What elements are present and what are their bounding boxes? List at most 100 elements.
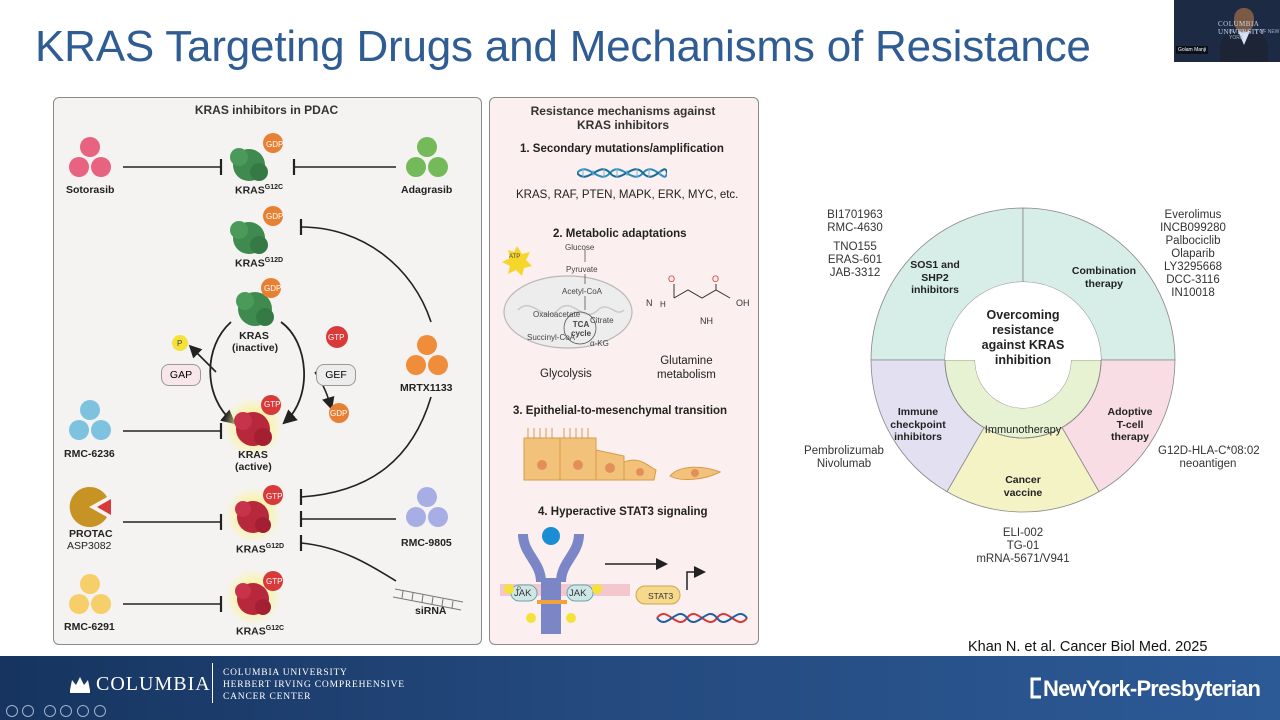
stat3-label: STAT3 xyxy=(648,591,674,601)
stat3-signaling-diagram xyxy=(500,527,748,634)
footer-bar xyxy=(0,656,1280,720)
gtp-badge-1: GTP xyxy=(264,400,281,409)
pyruvate-label: Pyruvate xyxy=(566,265,598,274)
svg-text:OH: OH xyxy=(736,298,750,308)
gdp-badge-2: GDP xyxy=(266,212,284,221)
webcam-logo-subtext: IN THE CITY OF NEW YORK xyxy=(1229,29,1280,41)
sotorasib-molecule-icon xyxy=(69,137,111,177)
section4-heading: 4. Hyperactive STAT3 signaling xyxy=(538,506,708,518)
resistance-mechanisms-title: Resistance mechanisms against KRAS inhib… xyxy=(530,104,716,132)
succinyl-coa-label: Succinyl-CoA xyxy=(527,333,576,342)
asp3082-label: ASP3082 xyxy=(67,540,112,552)
presenter-webcam[interactable]: COLUMBIA UNIVERSITY IN THE CITY OF NEW Y… xyxy=(1174,0,1280,62)
kras-g12c-label: KRASG12C xyxy=(235,184,284,197)
mrtx1133-molecule-icon xyxy=(406,335,448,375)
atp-label: ATP xyxy=(509,254,521,260)
next-slide-icon[interactable] xyxy=(22,705,34,717)
pen-tool-icon[interactable] xyxy=(44,705,56,717)
kras-inactive-label: KRAS(inactive) xyxy=(232,330,279,354)
adagrasib-label: Adagrasib xyxy=(401,184,453,196)
crown-icon xyxy=(70,677,90,693)
rmc6236-label: RMC-6236 xyxy=(64,448,115,460)
prev-slide-icon[interactable] xyxy=(6,705,18,717)
gtp-badge-4: GTP xyxy=(266,577,283,586)
zoom-icon[interactable] xyxy=(77,705,89,717)
citation: Khan N. et al. Cancer Biol Med. 2025 xyxy=(968,639,1208,655)
kras-g12c-inactive-icon xyxy=(230,133,283,181)
kras-inactive-icon xyxy=(236,278,281,326)
jak-right-label: JAK xyxy=(569,588,587,599)
rmc6236-molecule-icon xyxy=(69,400,111,440)
nyp-bracket-icon xyxy=(1030,677,1041,699)
svg-text:O: O xyxy=(668,274,675,284)
section3-heading: 3. Epithelial-to-mesenchymal transition xyxy=(513,405,728,417)
kras-active-label: KRAS(active) xyxy=(235,449,272,473)
kras-inhibitors-diagram xyxy=(69,133,464,625)
presenter-head xyxy=(1234,8,1254,32)
rmc9805-label: RMC-9805 xyxy=(401,537,452,549)
svg-text:NH: NH xyxy=(700,316,713,326)
nyp-logo: NewYork-Presbyterian xyxy=(1043,676,1261,701)
jak-left-label: JAK xyxy=(514,588,532,599)
kras-g12d-inactive-icon xyxy=(230,206,283,254)
mrtx1133-label: MRTX1133 xyxy=(400,382,453,394)
presenter-name: Golam Manji xyxy=(1176,46,1209,54)
gdp-badge-1: GDP xyxy=(266,140,284,149)
oxaloacetate-label: Oxaloacetate xyxy=(533,310,581,319)
section1-heading: 1. Secondary mutations/amplification xyxy=(520,143,724,155)
svg-text:O: O xyxy=(712,274,719,284)
section2-heading: 2. Metabolic adaptations xyxy=(553,228,687,240)
hicc-line3: CANCER CENTER xyxy=(223,692,312,702)
rmc9805-molecule-icon xyxy=(406,487,448,527)
ring-center-label: Overcoming resistance against KRAS inhib… xyxy=(981,308,1065,367)
citrate-label: Citrate xyxy=(590,316,614,325)
kras-g12c-active-label: KRASG12C xyxy=(236,625,285,638)
footer-divider xyxy=(212,663,213,703)
kras-g12d-active-label: KRASG12D xyxy=(236,543,285,556)
svg-text:N: N xyxy=(646,298,653,308)
emt-cells-icon xyxy=(523,428,722,481)
sirna-label: siRNA xyxy=(415,605,447,617)
slides-view-icon[interactable] xyxy=(60,705,72,717)
gtp-badge-3: GTP xyxy=(266,492,283,501)
akg-label: α-KG xyxy=(590,339,609,348)
hicc-line2: HERBERT IRVING COMPREHENSIVE xyxy=(223,680,405,690)
more-options-icon[interactable] xyxy=(94,705,106,717)
kras-g12d-label: KRASG12D xyxy=(235,257,284,270)
sirna-icon xyxy=(392,588,464,611)
segment-immunotherapy-label: Immunotherapy xyxy=(984,424,1062,436)
gdp-badge-4: GDP xyxy=(330,409,348,418)
overcoming-resistance-ring xyxy=(870,207,1176,513)
section1-genes: KRAS, RAF, PTEN, MAPK, ERK, MYC, etc. xyxy=(516,189,739,201)
jak-p1: P xyxy=(517,587,522,593)
slide-title: KRAS Targeting Drugs and Mechanisms of R… xyxy=(35,22,1091,71)
svg-text:H: H xyxy=(660,300,666,309)
metabolism-diagram: H O O OH NH N xyxy=(502,246,750,349)
sotorasib-label: Sotorasib xyxy=(66,184,115,196)
columbia-logo: COLUMBIA xyxy=(96,673,211,695)
protac-label: PROTAC xyxy=(69,528,113,540)
kras-g12d-active-icon xyxy=(225,485,283,543)
adagrasib-molecule-icon xyxy=(406,137,448,177)
gdp-badge-3: GDP xyxy=(264,284,282,293)
glucose-label: Glucose xyxy=(565,243,595,252)
phosphate-badge: P xyxy=(177,339,183,348)
glycolysis-label: Glycolysis xyxy=(540,368,592,380)
rmc6291-molecule-icon xyxy=(69,574,111,614)
acetyl-coa-label: Acetyl-CoA xyxy=(562,287,603,296)
kras-active-icon xyxy=(223,395,283,457)
gap-badge: GAP xyxy=(161,364,201,386)
